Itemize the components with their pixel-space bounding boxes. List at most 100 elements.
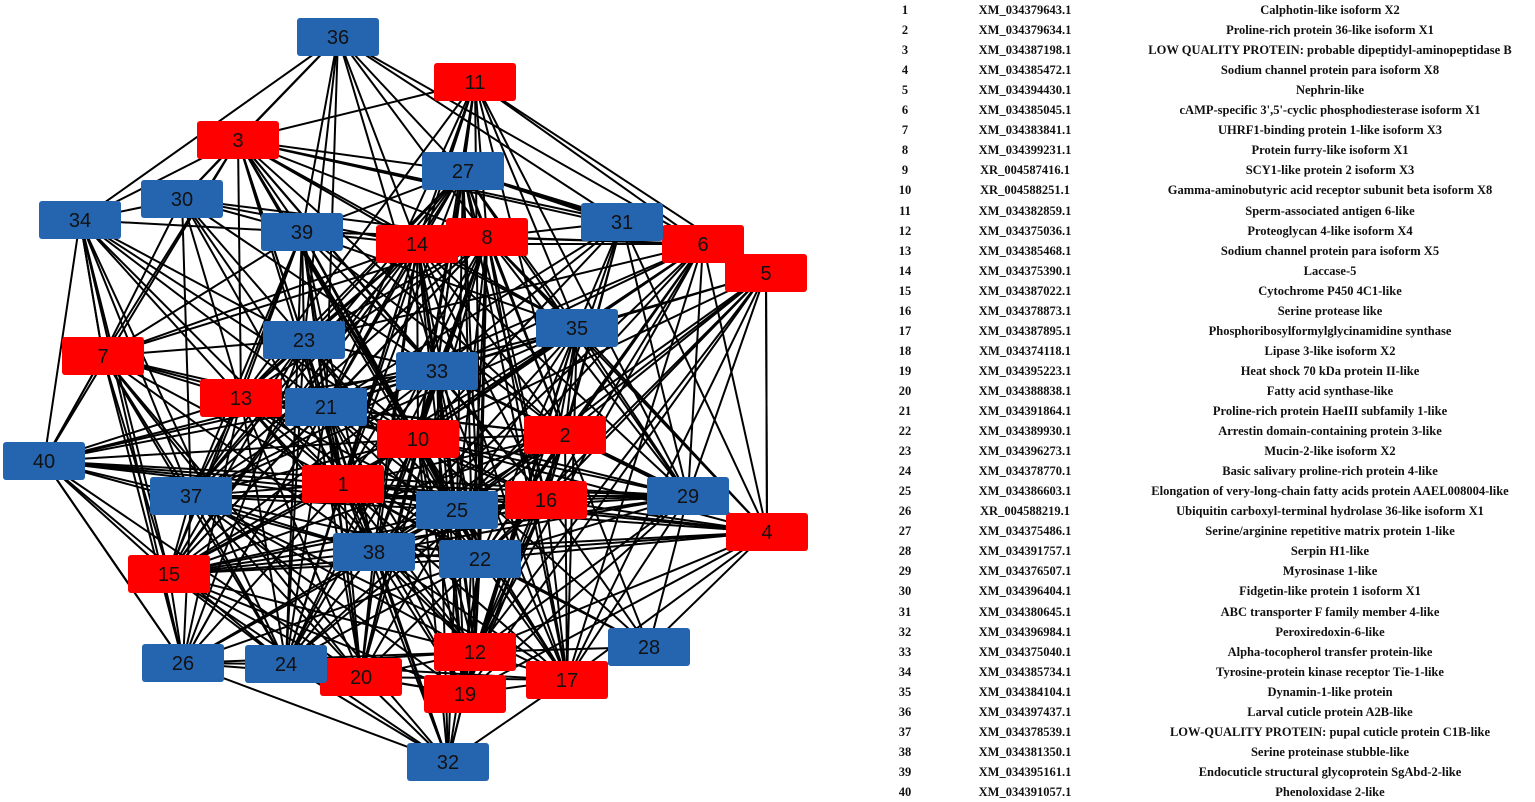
edge-35-38 <box>373 327 578 553</box>
node-box-24 <box>245 645 327 683</box>
row-number: 7 <box>901 123 909 138</box>
edge-13-20 <box>240 397 362 678</box>
node-29: 29 <box>647 477 729 515</box>
edge-25-15 <box>168 509 458 575</box>
accession-id: XM_034385472.1 <box>978 63 1072 78</box>
node-20: 20 <box>320 658 402 696</box>
edge-36-33 <box>337 36 438 372</box>
network-nodes: 1234567810111213141516171920212223242526… <box>3 18 808 781</box>
node-label-8: 8 <box>481 227 492 249</box>
node-label-38: 38 <box>363 542 385 564</box>
accession-id: XM_034386603.1 <box>978 484 1072 499</box>
node-label-21: 21 <box>315 397 337 419</box>
accession-id: XM_034379634.1 <box>978 23 1072 38</box>
node-box-30 <box>141 180 223 218</box>
edge-21-26 <box>182 406 327 664</box>
node-box-14 <box>376 225 458 263</box>
node-5: 5 <box>725 254 807 292</box>
node-box-26 <box>142 644 224 682</box>
node-label-12: 12 <box>464 642 486 664</box>
edge-39-7 <box>102 231 303 357</box>
node-11: 11 <box>434 63 516 101</box>
gene-description: Lipase 3-like isoform X2 <box>1264 343 1396 358</box>
edge-35-4 <box>576 327 768 533</box>
edge-14-7 <box>102 243 418 357</box>
node-box-37 <box>150 477 232 515</box>
node-box-28 <box>608 628 690 666</box>
gene-description: Mucin-2-like isoform X2 <box>1264 444 1396 459</box>
gene-description: ABC transporter F family member 4-like <box>1220 604 1440 619</box>
edge-16-28 <box>545 499 650 648</box>
edge-5-19 <box>464 272 767 695</box>
gene-description: UHRF1-binding protein 1-like isoform X3 <box>1217 123 1443 138</box>
gene-description: Serine protease like <box>1277 303 1383 318</box>
gene-description: Sperm-associated antigen 6-like <box>1245 203 1415 218</box>
row-number: 28 <box>898 544 912 559</box>
node-label-27: 27 <box>452 161 474 183</box>
node-label-35: 35 <box>566 318 588 340</box>
row-number: 18 <box>898 343 912 358</box>
edge-30-37 <box>181 198 192 497</box>
edge-3-8 <box>237 139 488 238</box>
node-label-34: 34 <box>69 210 91 232</box>
edge-15-19 <box>168 573 466 695</box>
node-label-26: 26 <box>172 653 194 675</box>
node-label-19: 19 <box>454 684 476 706</box>
edge-26-12 <box>182 651 476 664</box>
accession-id: XM_034387198.1 <box>978 43 1072 58</box>
row-number: 34 <box>898 664 912 679</box>
edge-34-24 <box>79 219 287 665</box>
node-label-2: 2 <box>559 425 570 447</box>
accession-id: XR_004587416.1 <box>980 163 1070 178</box>
row-number: 19 <box>898 363 912 378</box>
row-number: 1 <box>901 3 909 17</box>
edge-21-15 <box>168 406 327 575</box>
edge-36-14 <box>337 36 418 245</box>
edge-29-38 <box>373 495 689 553</box>
edge-40-1 <box>43 460 344 485</box>
row-number: 25 <box>898 484 912 499</box>
edge-7-26 <box>102 355 184 664</box>
node-24: 24 <box>245 645 327 683</box>
node-box-7 <box>62 337 144 375</box>
node-box-29 <box>647 477 729 515</box>
node-label-37: 37 <box>180 486 202 508</box>
accession-id: XM_034385468.1 <box>978 243 1072 258</box>
node-23: 23 <box>263 321 345 359</box>
accession-id: XM_034391757.1 <box>978 544 1072 559</box>
accession-id: XR_004588219.1 <box>980 504 1070 519</box>
row-number: 32 <box>898 624 912 639</box>
node-28: 28 <box>608 628 690 666</box>
edge-40-26 <box>43 460 184 664</box>
row-number: 23 <box>898 444 912 459</box>
row-number: 14 <box>898 263 912 278</box>
edge-40-25 <box>43 460 458 511</box>
node-label-13: 13 <box>230 388 252 410</box>
node-box-2 <box>524 416 606 454</box>
accession-id: XM_034394430.1 <box>978 83 1072 98</box>
edge-3-13 <box>237 139 242 399</box>
gene-description: Nephrin-like <box>1295 83 1365 98</box>
accession-id: XM_034397437.1 <box>978 704 1072 719</box>
node-label-5: 5 <box>760 263 771 285</box>
node-14: 14 <box>376 225 458 263</box>
gene-description: Laccase-5 <box>1303 263 1357 278</box>
node-35: 35 <box>536 309 618 347</box>
node-label-16: 16 <box>535 490 557 512</box>
gene-description: Ubiquitin carboxyl-terminal hydrolase 36… <box>1176 504 1484 519</box>
accession-id: XM_034378539.1 <box>978 724 1072 739</box>
gene-description: Elongation of very-long-chain fatty acid… <box>1151 484 1509 499</box>
